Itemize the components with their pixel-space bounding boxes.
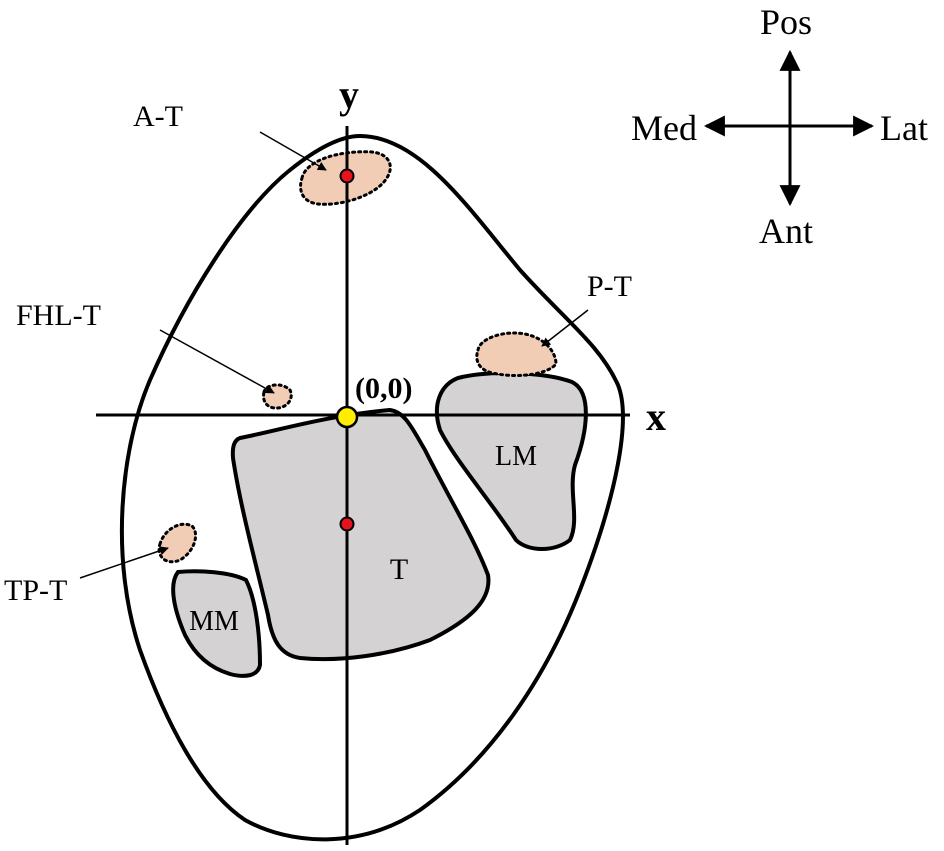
medial-malleolus-shape [171,569,263,678]
tp-leader-arrow [79,546,169,579]
achilles-tendon-label: A-T [133,100,183,133]
fhl-tendon-label: FHL-T [16,299,101,332]
achilles-leader-arrow [259,131,327,171]
achilles-centroid-point [339,168,355,184]
compass-anterior-label: Ant [759,211,813,251]
fhl-leader-arrow [159,329,275,394]
orientation-compass: Pos Ant Med Lat [631,2,928,251]
compass-lateral-label: Lat [880,108,928,148]
peroneal-tendon-label: P-T [587,270,632,303]
x-axis-label: x [646,394,666,439]
y-axis-label: y [339,72,359,117]
origin-point [335,405,359,429]
tp-tendon-label: TP-T [4,574,67,607]
peroneal-tendon-shape [475,331,558,378]
compass-posterior-label: Pos [760,2,812,42]
lateral-malleolus-label: LM [495,441,537,472]
origin-label: (0,0) [355,372,412,405]
peroneal-leader-arrow [541,309,589,347]
tibia-label: T [390,553,408,586]
tibia-shape [230,407,491,662]
medial-malleolus-label: MM [189,606,239,637]
tibia-centroid-point [339,516,355,532]
lateral-malleolus-shape [434,371,588,551]
compass-medial-label: Med [631,108,697,148]
